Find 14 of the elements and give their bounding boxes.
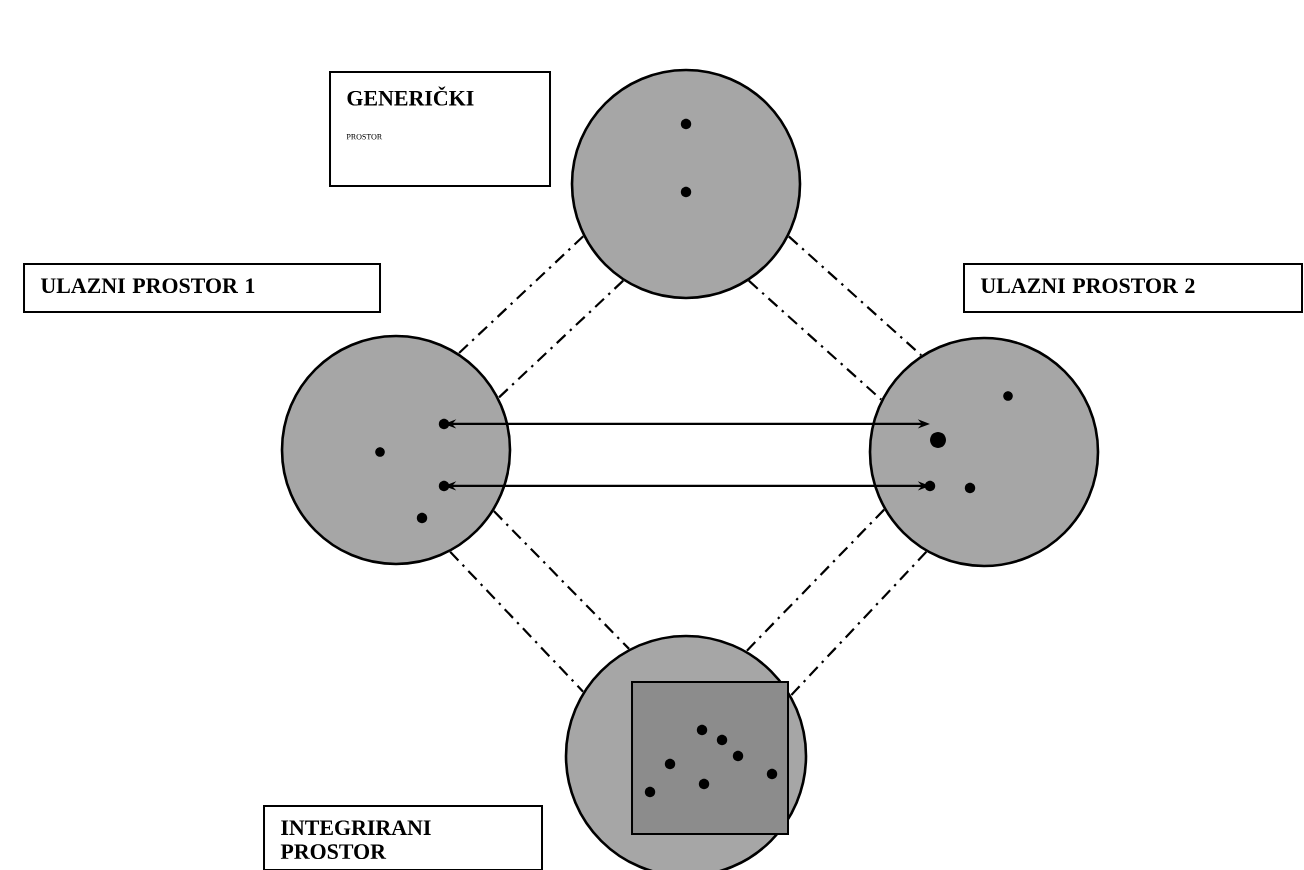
connector-line [493,510,630,650]
label-box: ULAZNI PROSTOR 1 [23,262,381,313]
connector-line [458,235,585,355]
connector-line [498,279,624,399]
mental-space-circle [280,334,512,566]
connector-line [748,279,882,401]
connector-line [790,551,928,697]
connector-line [449,551,584,693]
connector-line [745,508,885,652]
mental-space-circle [570,68,802,300]
label-box: INTEGRIRANI PROSTOR [263,804,543,870]
connector-line [788,235,922,357]
mental-space-circle [868,336,1100,568]
label-box: ULAZNI PROSTOR 2 [963,262,1303,313]
